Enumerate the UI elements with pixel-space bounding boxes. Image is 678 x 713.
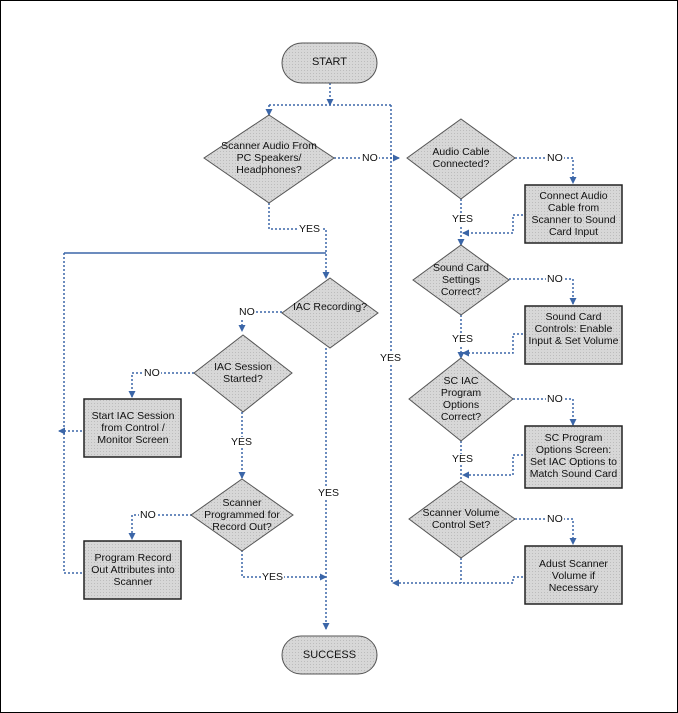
edge-audio-cable-no — [515, 157, 577, 184]
no-label-iac-session: NO — [143, 367, 161, 379]
yes-label-iac-session: YES — [230, 436, 254, 448]
start-iac-session-box — [83, 398, 182, 458]
scanner-volume-label: Scanner Volume Control Set? — [422, 507, 500, 531]
yes-label-audio-cable: YES — [451, 213, 475, 225]
edge-controls-return — [462, 333, 523, 357]
yes-label-sound-card: YES — [451, 333, 475, 345]
yes-label-scanner-audio: YES — [298, 223, 322, 235]
connect-audio-cable-label: Connect Audio Cable from Scanner to Soun… — [531, 190, 616, 238]
no-label-volume: NO — [546, 513, 564, 525]
audio-cable-diamond — [406, 118, 516, 200]
no-label-programmed: NO — [139, 509, 157, 521]
edge-iac-session-no — [128, 372, 194, 398]
sc-program-options-box — [524, 425, 623, 489]
program-record-out-label: Program Record Out Attributes into Scann… — [91, 552, 175, 588]
scanner-programmed-label: Scanner Programmed for Record Out? — [204, 497, 280, 533]
iac-session-diamond — [193, 334, 293, 413]
scanner-volume-diamond — [408, 480, 516, 559]
adjust-scanner-volume-label: Adust Scanner Volume if Necessary — [539, 558, 608, 594]
sc-iac-program-label: SC IAC Program Options Correct? — [440, 375, 482, 423]
yes-label-iac-recording: YES — [317, 487, 341, 499]
edge-programmed-yes — [241, 550, 327, 581]
edge-sound-card-no — [509, 278, 577, 305]
iac-recording-label: IAC Recording? — [292, 301, 368, 313]
edge-scanner-audio-yes — [268, 203, 330, 279]
sound-card-controls-label: Sound Card Controls: Enable Input & Set … — [528, 311, 619, 347]
scanner-audio-diamond — [203, 114, 335, 204]
no-label-sound-card: NO — [546, 273, 564, 285]
no-label-sc-iac: NO — [546, 393, 564, 405]
success-label: SUCCESS — [302, 649, 357, 661]
iac-session-started-label: IAC Session Started? — [214, 361, 272, 385]
sound-card-diamond — [412, 244, 510, 316]
sc-iac-diamond — [408, 357, 514, 442]
no-label-iac-recording: NO — [238, 306, 256, 318]
edge-volume-no — [515, 518, 577, 545]
edge-sc-iac-no — [513, 398, 577, 426]
iac-recording-diamond — [281, 277, 379, 349]
yes-label-right-return: YES — [379, 352, 403, 364]
connectors — [58, 83, 577, 630]
sound-card-settings-label: Sound Card Settings Correct? — [432, 262, 490, 298]
edge-adjust-return — [392, 576, 523, 587]
connect-audio-cable-box — [524, 184, 623, 244]
no-label-audio-cable: NO — [546, 152, 564, 164]
no-label-scanner-audio: NO — [361, 152, 379, 164]
start-terminator — [281, 42, 378, 84]
scanner-programmed-diamond — [190, 478, 294, 552]
yes-label-programmed: YES — [261, 571, 285, 583]
adjust-scanner-volume-box — [524, 545, 623, 605]
edge-connect-return — [462, 214, 523, 237]
program-record-out-box — [83, 540, 182, 600]
edge-left-return-line — [63, 253, 84, 574]
yes-label-sc-iac: YES — [451, 453, 475, 465]
start-label: START — [311, 56, 348, 68]
start-iac-session-label: Start IAC Session from Control / Monitor… — [91, 410, 175, 446]
edge-programmed-no — [128, 514, 192, 540]
edge-options-return — [462, 454, 523, 479]
scanner-audio-label: Scanner Audio From PC Speakers/ Headphon… — [221, 140, 317, 176]
audio-cable-label: Audio Cable Connected? — [432, 146, 490, 170]
success-terminator — [281, 635, 378, 675]
sc-program-options-label: SC Program Options Screen: Set IAC Optio… — [529, 432, 618, 480]
sound-card-controls-box — [524, 305, 623, 365]
